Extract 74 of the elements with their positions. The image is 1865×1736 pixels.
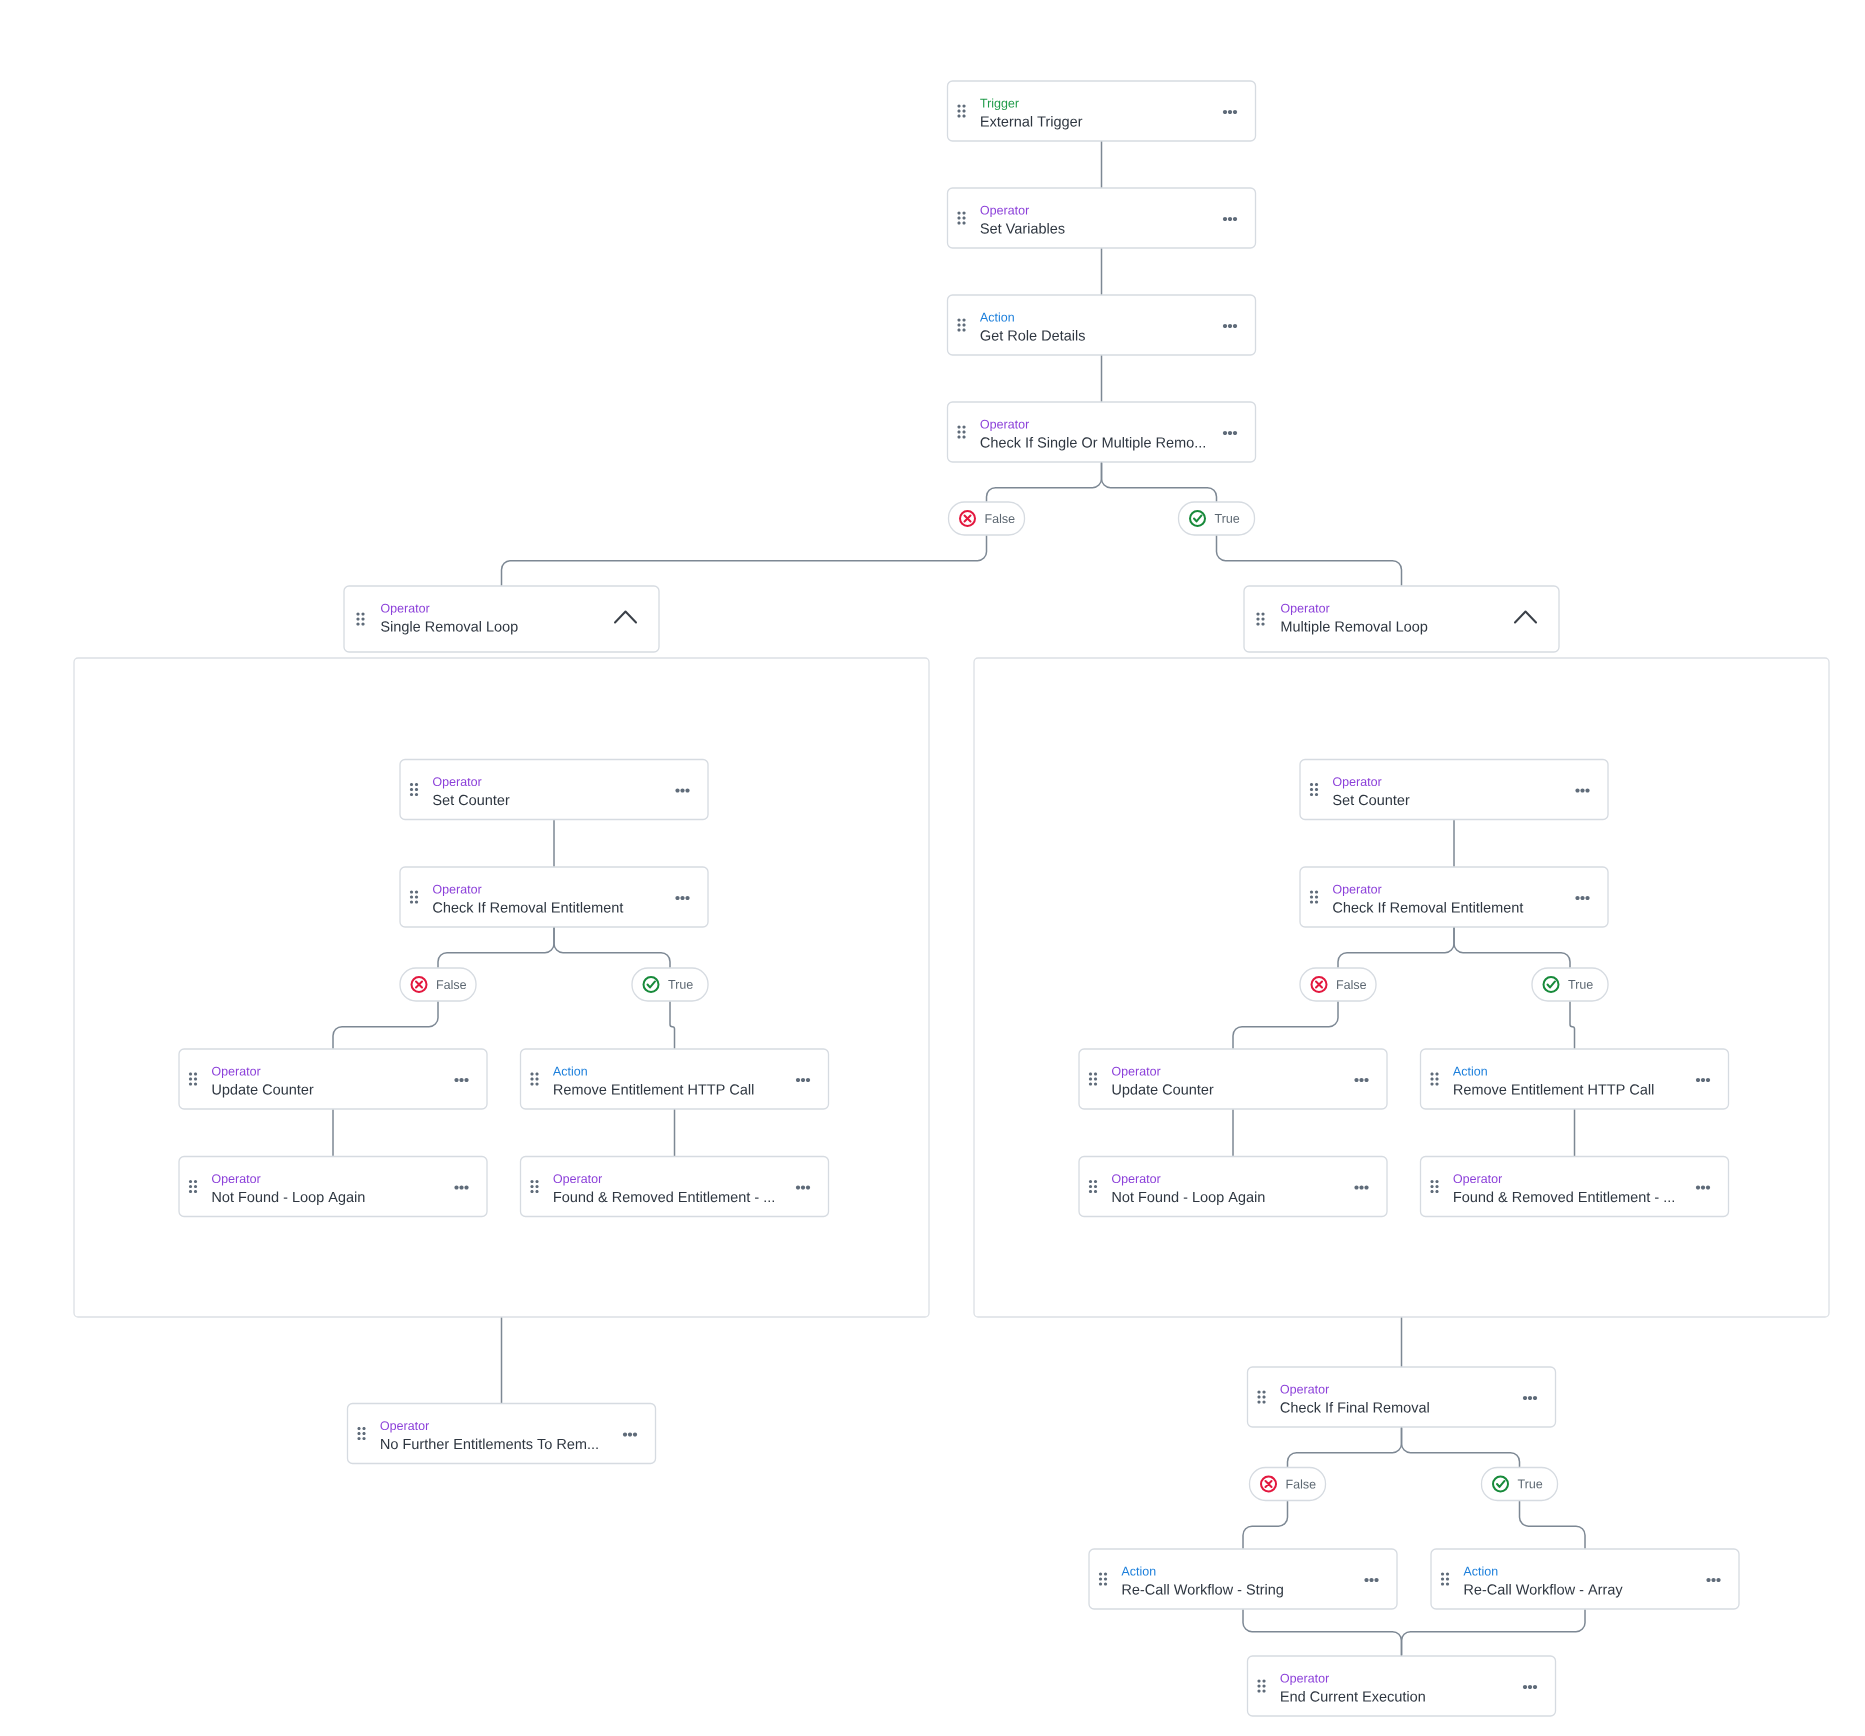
connector-line	[1518, 1500, 1586, 1550]
connector-line	[1100, 140, 1103, 189]
connector-line	[1573, 1108, 1576, 1157]
step-title: Check If Removal Entitlement	[433, 902, 624, 913]
step-title: Update Counter	[212, 1084, 314, 1098]
step-title: Remove Entitlement HTTP Call	[554, 1084, 754, 1095]
step-title: Found & Removed Entitlement - ...	[1454, 1191, 1674, 1203]
step-type: Operator	[380, 1421, 429, 1433]
connector-line	[553, 926, 671, 969]
connector-line	[1100, 461, 1218, 503]
connector-line	[553, 819, 555, 868]
step-type: Operator	[1280, 1673, 1329, 1686]
branch-pill: True	[1480, 1466, 1559, 1502]
step-type: Operator	[433, 884, 482, 897]
step-type: Operator	[1280, 1384, 1329, 1397]
step-type: Operator	[980, 205, 1029, 218]
branch-pill: True	[1177, 501, 1256, 536]
connector-line	[1232, 1000, 1339, 1050]
connector-line	[1453, 926, 1571, 969]
step-type: Operator	[1453, 1174, 1502, 1186]
step-type: Operator	[1112, 1174, 1161, 1186]
step-type: Operator	[1333, 777, 1382, 789]
step-type: Operator	[553, 1174, 602, 1186]
step-title: Check If Removal Entitlement	[1333, 902, 1524, 913]
step-title: Multiple Removal Loop	[1281, 621, 1428, 635]
step-type: Operator	[212, 1066, 261, 1079]
branch-pill: False	[947, 501, 1026, 536]
connector-line	[1232, 1108, 1234, 1157]
connector-line	[332, 1108, 334, 1157]
step-type: Action	[979, 312, 1014, 322]
connector-line	[1453, 819, 1455, 868]
step-title: Re-Call Workflow - Array	[1464, 1584, 1623, 1598]
connector-line	[500, 1316, 503, 1404]
step-type: Action	[1452, 1066, 1487, 1076]
connector-line	[673, 1108, 676, 1157]
step-title: No Further Entitlements To Rem...	[381, 1438, 598, 1450]
step-title: Get Role Details	[980, 330, 1085, 341]
connector-line	[1569, 1000, 1576, 1050]
step-title: Set Counter	[433, 794, 510, 806]
connector-line	[669, 1000, 676, 1050]
step-type: Action	[552, 1066, 587, 1076]
connector-line	[1215, 534, 1403, 587]
connector-line	[1400, 1316, 1403, 1368]
step-title: End Current Execution	[1281, 1691, 1425, 1702]
connector-line	[1100, 354, 1103, 403]
step-type: Operator	[980, 419, 1029, 432]
step-type: Operator	[212, 1174, 261, 1186]
step-type: Operator	[1333, 884, 1382, 897]
step-title: Check If Single Or Multiple Remo...	[980, 437, 1205, 451]
step-type: Trigger	[980, 98, 1019, 111]
step-type: Action	[1121, 1566, 1156, 1576]
step-title: Set Counter	[1333, 794, 1410, 806]
step-title: Update Counter	[1112, 1084, 1214, 1098]
step-title: Remove Entitlement HTTP Call	[1454, 1084, 1654, 1095]
step-title: Not Found - Loop Again	[212, 1191, 365, 1205]
branch-pill: False	[1248, 1466, 1327, 1502]
step-title: Check If Final Removal	[1280, 1402, 1429, 1413]
step-title: Re-Call Workflow - String	[1122, 1584, 1283, 1598]
step-type: Operator	[433, 777, 482, 789]
connector-line	[1100, 247, 1103, 296]
step-title: Not Found - Loop Again	[1112, 1191, 1265, 1205]
step-type: Action	[1463, 1566, 1498, 1576]
connector-line	[1242, 1500, 1289, 1550]
step-type: Operator	[381, 603, 430, 616]
connector-line	[500, 534, 988, 587]
connector-line	[1400, 1426, 1521, 1468]
step-title: External Trigger	[981, 116, 1083, 130]
step-title: Set Variables	[980, 223, 1065, 234]
step-type: Operator	[1281, 603, 1330, 616]
step-type: Operator	[1112, 1066, 1161, 1079]
step-title: Single Removal Loop	[381, 621, 518, 635]
connector-line	[1400, 1608, 1586, 1657]
step-title: Found & Removed Entitlement - ...	[554, 1191, 774, 1203]
connector-line	[332, 1000, 439, 1050]
